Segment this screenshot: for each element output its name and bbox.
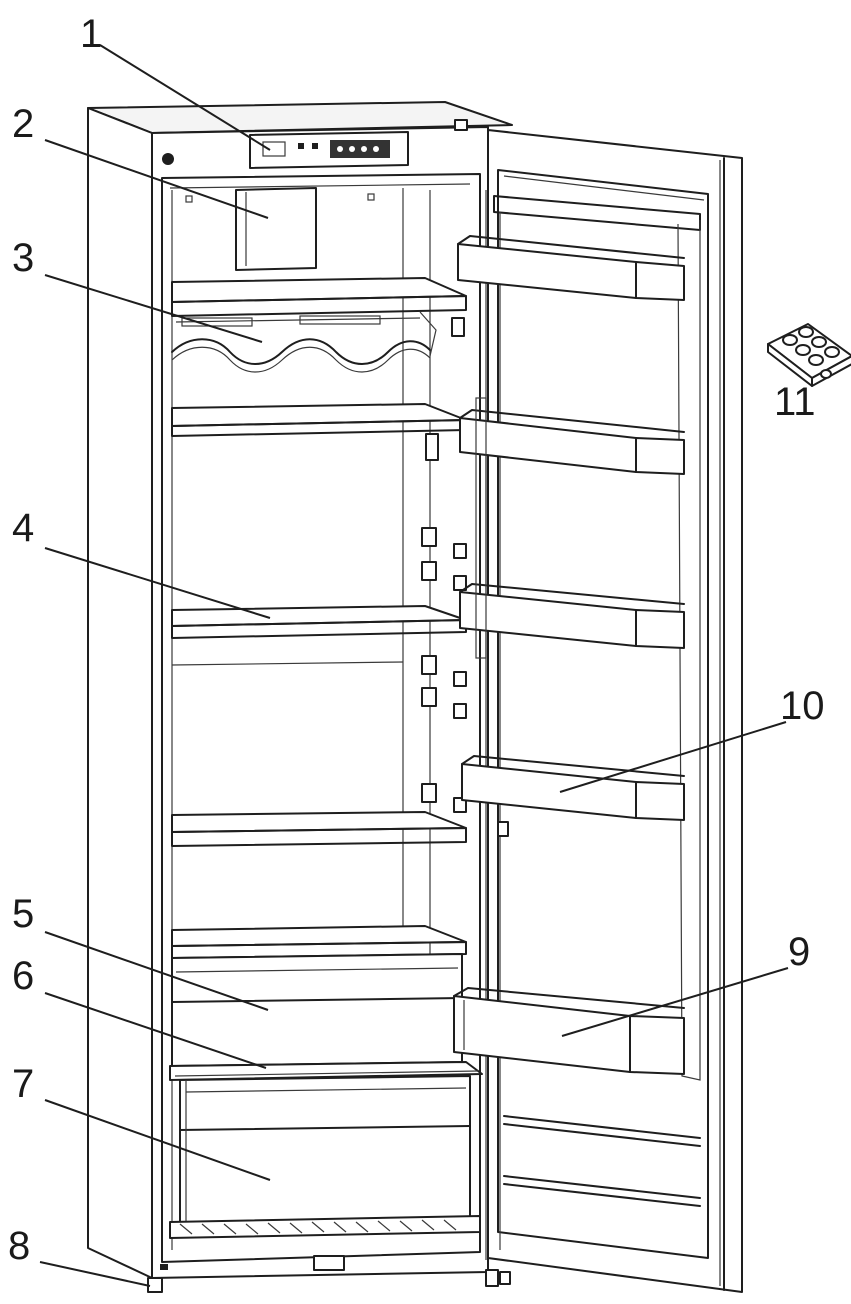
callout-3: 3 bbox=[12, 236, 35, 280]
egg-tray bbox=[767, 323, 851, 387]
callout-5: 5 bbox=[12, 892, 35, 936]
callout-9: 9 bbox=[788, 930, 811, 974]
crisper-cover bbox=[169, 1061, 483, 1081]
leader-7 bbox=[44, 1099, 271, 1181]
door-bins bbox=[453, 235, 685, 1075]
callout-1: 1 bbox=[80, 12, 103, 56]
leader-5 bbox=[44, 931, 269, 1011]
leader-lines bbox=[39, 44, 789, 1287]
leader-4 bbox=[44, 547, 271, 619]
callout-11: 11 bbox=[774, 380, 816, 424]
callout-8: 8 bbox=[8, 1224, 31, 1268]
callout-6: 6 bbox=[12, 954, 35, 998]
callout-2: 2 bbox=[12, 102, 35, 146]
shelf-supports bbox=[421, 433, 467, 813]
leader-3 bbox=[44, 274, 263, 343]
callout-7: 7 bbox=[12, 1062, 35, 1106]
leader-1 bbox=[99, 44, 271, 151]
control-panel bbox=[249, 131, 409, 169]
fan-cover bbox=[185, 187, 375, 271]
crisper-drawer-lower bbox=[169, 1075, 481, 1271]
leader-10 bbox=[559, 721, 787, 793]
callout-10: 10 bbox=[780, 684, 825, 728]
wine-rack bbox=[171, 311, 465, 373]
leader-8 bbox=[39, 1261, 151, 1287]
callout-4: 4 bbox=[12, 506, 35, 550]
crisper-drawer-upper bbox=[171, 953, 463, 1067]
leader-9 bbox=[561, 967, 789, 1037]
leader-2 bbox=[44, 139, 269, 219]
door bbox=[485, 129, 743, 1293]
leader-6 bbox=[44, 992, 267, 1069]
